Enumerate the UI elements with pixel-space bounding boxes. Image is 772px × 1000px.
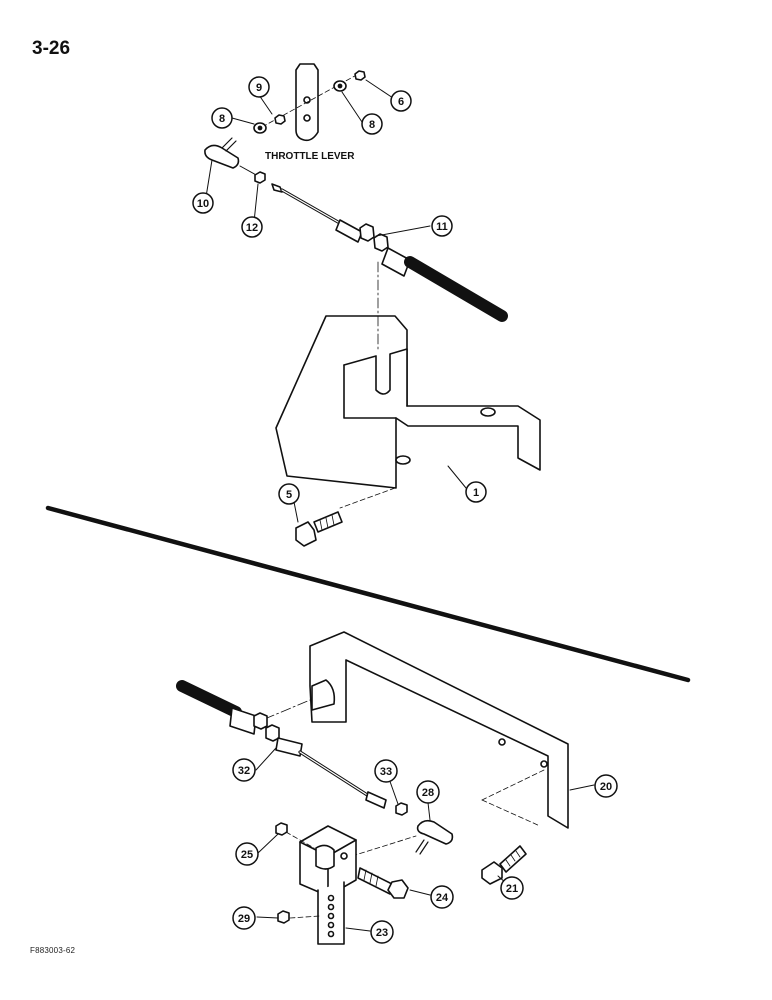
lever-nuts-lower bbox=[275, 822, 321, 924]
svg-text:1: 1 bbox=[473, 487, 479, 499]
svg-text:23: 23 bbox=[376, 927, 388, 939]
svg-text:29: 29 bbox=[238, 913, 250, 925]
callout-5: 5 bbox=[278, 483, 300, 505]
throttle-cable-upper bbox=[271, 183, 508, 322]
callout-11: 11 bbox=[431, 215, 453, 237]
svg-text:5: 5 bbox=[286, 489, 292, 501]
callout-29: 29 bbox=[232, 906, 256, 930]
ball-joint-lower bbox=[351, 819, 454, 857]
callout-8-left: 8 bbox=[211, 107, 233, 129]
page-number: 3-26 bbox=[32, 38, 71, 59]
ball-joint-upper bbox=[204, 137, 259, 177]
callout-10: 10 bbox=[192, 192, 214, 214]
lever-hardware bbox=[253, 70, 366, 134]
svg-text:12: 12 bbox=[246, 222, 258, 234]
lower-cable-bracket bbox=[247, 631, 569, 829]
callout-9: 9 bbox=[248, 76, 270, 98]
upper-cable-bracket bbox=[275, 261, 541, 509]
svg-text:24: 24 bbox=[436, 892, 449, 904]
callout-6: 6 bbox=[390, 90, 412, 112]
callout-32: 32 bbox=[232, 758, 256, 782]
callout-8-right: 8 bbox=[361, 113, 383, 135]
jam-nut-upper bbox=[254, 171, 266, 184]
divider-line bbox=[45, 505, 691, 683]
svg-text:21: 21 bbox=[506, 883, 518, 895]
throttle-lever-caption: THROTTLE LEVER bbox=[265, 151, 355, 162]
callout-23: 23 bbox=[370, 920, 394, 944]
bolt-upper bbox=[295, 511, 343, 547]
figure-code: F883003-62 bbox=[30, 946, 76, 955]
callout-28: 28 bbox=[416, 780, 440, 804]
svg-text:10: 10 bbox=[197, 198, 209, 210]
jam-nut-lower bbox=[395, 802, 408, 816]
callout-20: 20 bbox=[594, 774, 618, 798]
svg-text:33: 33 bbox=[380, 766, 392, 778]
svg-text:8: 8 bbox=[219, 113, 225, 125]
callout-24: 24 bbox=[430, 885, 454, 909]
svg-text:20: 20 bbox=[600, 781, 612, 793]
svg-text:32: 32 bbox=[238, 765, 250, 777]
svg-text:8: 8 bbox=[369, 119, 375, 131]
callout-12: 12 bbox=[241, 216, 263, 238]
governor-lever bbox=[299, 825, 357, 945]
svg-text:6: 6 bbox=[398, 96, 404, 108]
bolt-lower-24 bbox=[357, 867, 409, 899]
bolt-lower-21 bbox=[481, 845, 527, 885]
callout-21: 21 bbox=[500, 876, 524, 900]
svg-text:25: 25 bbox=[241, 849, 253, 861]
svg-text:9: 9 bbox=[256, 82, 262, 94]
callout-33: 33 bbox=[374, 759, 398, 783]
callout-25: 25 bbox=[235, 842, 259, 866]
svg-text:28: 28 bbox=[422, 787, 434, 799]
throttle-cable-lower bbox=[176, 680, 387, 809]
svg-text:11: 11 bbox=[436, 221, 448, 233]
callout-1: 1 bbox=[465, 481, 487, 503]
